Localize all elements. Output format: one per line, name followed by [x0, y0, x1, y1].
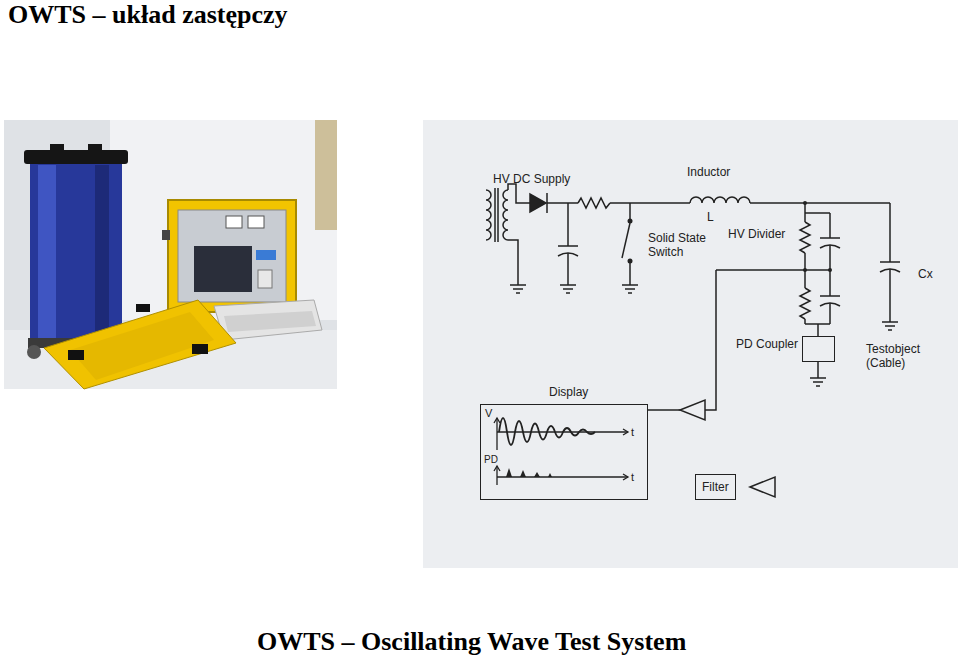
slide-caption: OWTS – Oscillating Wave Test System — [257, 626, 686, 658]
diagram-panel — [423, 120, 958, 568]
resistor-symbol — [800, 222, 810, 253]
node-text: PD Coupler — [736, 337, 798, 351]
circuit-label: HV DC Supply — [493, 172, 570, 186]
circuit-label: Cx — [918, 267, 933, 281]
node-text: t — [631, 425, 634, 439]
display-box: DisplayVtPDt — [480, 404, 648, 500]
node-text: PD — [484, 453, 498, 467]
amplifier-symbol — [680, 400, 705, 420]
junction-dots — [628, 201, 833, 272]
circuit-label: L — [707, 210, 714, 224]
node-text: Filter — [702, 480, 729, 494]
transformer-primary — [486, 190, 491, 240]
node-text: Display — [549, 385, 588, 399]
pd-pulses — [506, 468, 552, 477]
node-text: t — [631, 470, 634, 484]
switch-symbol — [622, 223, 630, 258]
pd-coupler-box: PD Coupler — [802, 336, 835, 362]
display-traces — [494, 418, 628, 485]
circuit-wires — [486, 184, 900, 410]
circuit-label: Testobject (Cable) — [866, 342, 938, 370]
diode-symbol — [530, 194, 546, 212]
resistor-symbol — [578, 198, 610, 208]
amplifier-symbol — [750, 477, 775, 497]
circuit-label: Inductor — [687, 165, 730, 179]
resistor-symbol — [800, 288, 810, 319]
filter-box: Filter — [695, 474, 736, 500]
node-text: V — [485, 406, 492, 420]
equipment-photo — [4, 120, 337, 389]
circuit-label: HV Divider — [728, 227, 785, 241]
circuit-label: Solid State Switch — [648, 231, 714, 259]
slide-title: OWTS – układ zastępczy — [8, 0, 288, 30]
inductor-symbol — [690, 197, 750, 203]
ground-symbols — [510, 285, 898, 386]
